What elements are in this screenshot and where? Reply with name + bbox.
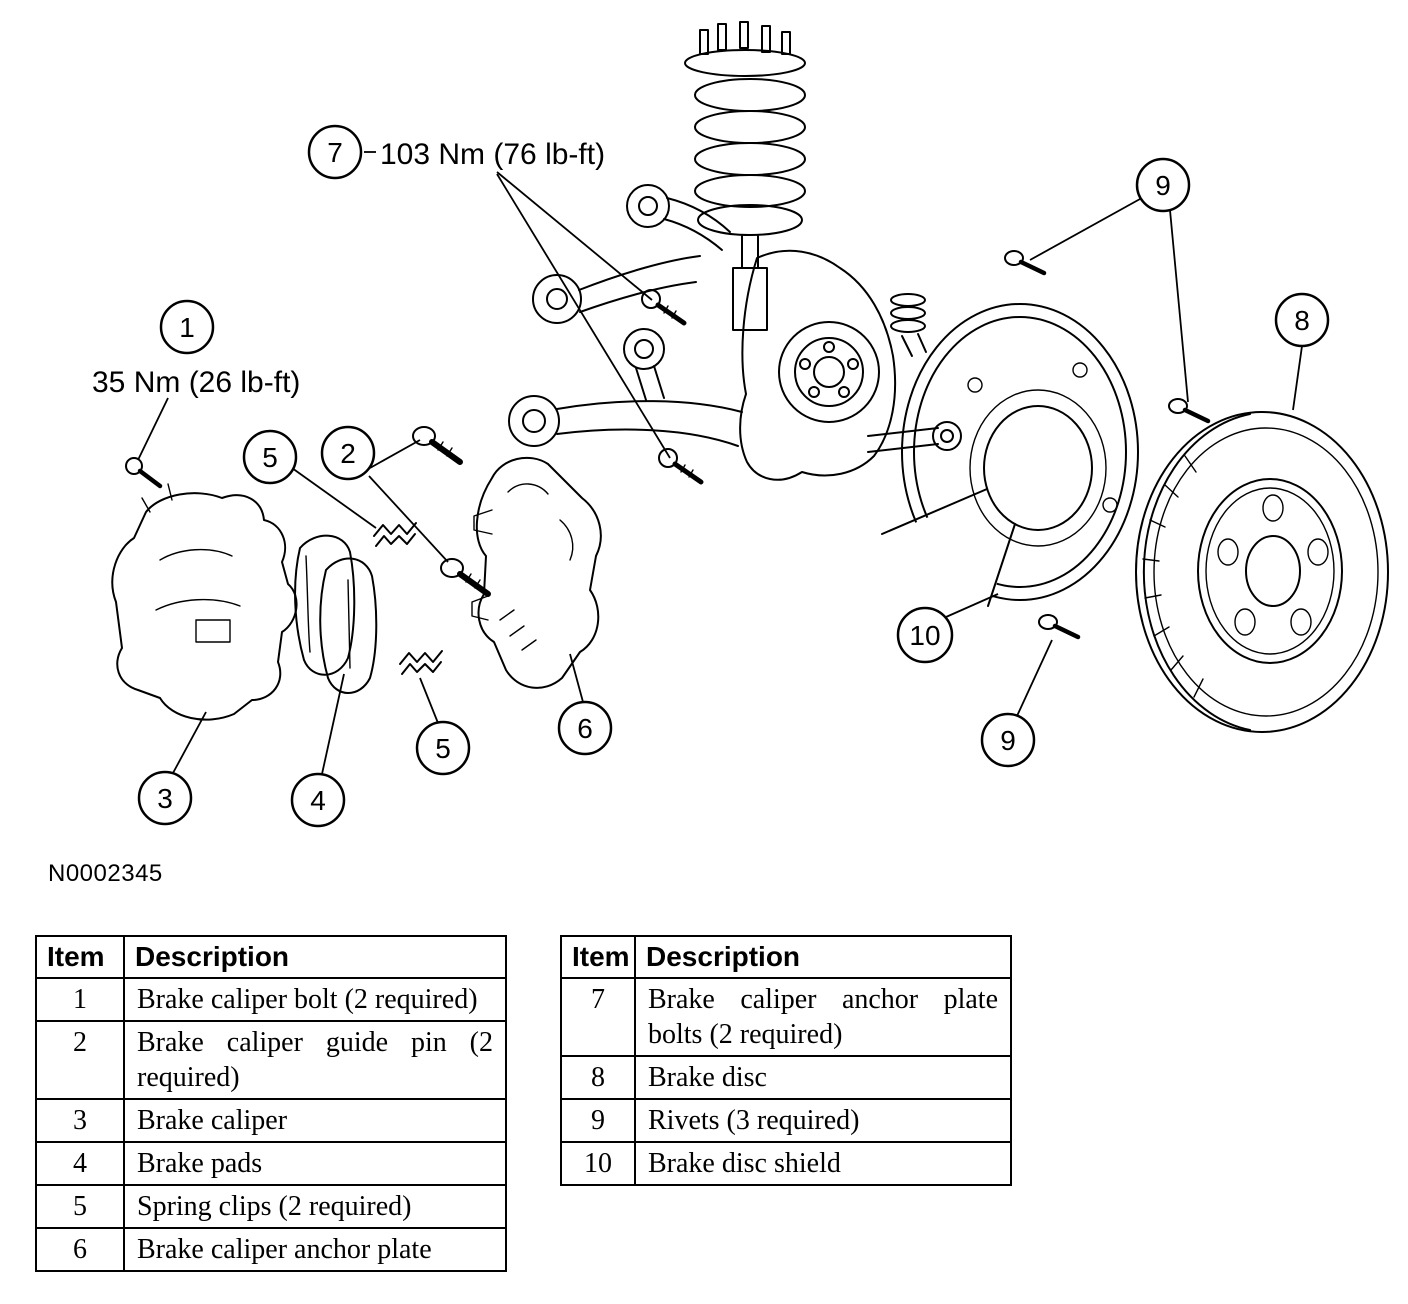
- item-description: Spring clips (2 required): [123, 1184, 507, 1229]
- header-item: Item: [560, 935, 636, 979]
- guide-pin-lower: [440, 558, 491, 597]
- figure-code: N0002345: [48, 860, 163, 887]
- item-number: 3: [35, 1098, 125, 1143]
- svg-text:2: 2: [340, 438, 356, 469]
- callout-4: 4: [290, 772, 346, 828]
- callouts: 7 1 9 8 5 2 10: [137, 124, 1330, 828]
- brake-disc-shield: [881, 303, 1139, 607]
- svg-text:6: 6: [577, 713, 593, 744]
- svg-text:8: 8: [1294, 305, 1310, 336]
- parts-table-items-7-10: Item Description 7 Brake caliper anchor …: [560, 935, 1012, 1186]
- svg-text:4: 4: [310, 785, 326, 816]
- torque-label-anchor-bolts: 103 Nm (76 lb-ft): [380, 138, 605, 171]
- guide-pin-upper: [412, 426, 463, 465]
- lower-control-arm: [508, 328, 743, 447]
- brake-caliper: [111, 483, 298, 721]
- spring-clip-lower: [399, 650, 443, 675]
- svg-text:3: 3: [157, 783, 173, 814]
- knuckle-hub: [739, 249, 962, 481]
- callout-1: 1: [159, 299, 215, 355]
- spring-clip-upper: [373, 522, 417, 547]
- brake-assembly-exploded-diagram: 7 1 9 8 5 2 10: [92, 21, 1389, 828]
- item-number: 10: [560, 1141, 636, 1186]
- coil-spring: [694, 78, 806, 236]
- anchor-plate-bolt-lower: [658, 448, 704, 485]
- anchor-plate: [471, 456, 602, 689]
- table-row: 3 Brake caliper: [35, 1098, 507, 1143]
- svg-text:7: 7: [327, 137, 343, 168]
- header-description: Description: [634, 935, 1012, 979]
- table-row: 9 Rivets (3 required): [560, 1098, 1012, 1143]
- callout-9-top: 9: [1135, 157, 1191, 213]
- table-row: 4 Brake pads: [35, 1141, 507, 1186]
- disc-vent-slots: [1142, 455, 1204, 698]
- item-description: Brake pads: [123, 1141, 507, 1186]
- svg-text:5: 5: [262, 442, 278, 473]
- callout-8: 8: [1274, 292, 1330, 348]
- table-row: 5 Spring clips (2 required): [35, 1184, 507, 1229]
- item-number: 6: [35, 1227, 125, 1272]
- item-description: Brake caliper: [123, 1098, 507, 1143]
- item-number: 2: [35, 1020, 125, 1100]
- rivet-right: [1168, 398, 1211, 424]
- item-description: Brake caliper bolt (2 required): [123, 977, 507, 1022]
- parts-table-items-1-6: Item Description 1 Brake caliper bolt (2…: [35, 935, 507, 1272]
- callout-3: 3: [137, 770, 193, 826]
- header-item: Item: [35, 935, 125, 979]
- callout-6: 6: [557, 700, 613, 756]
- item-description: Brake disc shield: [634, 1141, 1012, 1186]
- item-number: 5: [35, 1184, 125, 1229]
- item-description: Brake disc: [634, 1055, 1012, 1100]
- table-row: 10 Brake disc shield: [560, 1141, 1012, 1186]
- item-number: 7: [560, 977, 636, 1057]
- svg-text:9: 9: [1000, 725, 1016, 756]
- upper-control-arm: [532, 184, 731, 324]
- item-number: 8: [560, 1055, 636, 1100]
- table-header-row: Item Description: [35, 935, 507, 979]
- svg-text:5: 5: [435, 733, 451, 764]
- item-number: 1: [35, 977, 125, 1022]
- item-description: Brake caliper anchor plate: [123, 1227, 507, 1272]
- callout-5-top: 5: [242, 429, 298, 485]
- brake-pads: [294, 534, 378, 694]
- strut-assembly: [684, 21, 806, 331]
- item-number: 4: [35, 1141, 125, 1186]
- header-description: Description: [123, 935, 507, 979]
- table-row: 1 Brake caliper bolt (2 required): [35, 977, 507, 1022]
- table-row: 2 Brake caliper guide pin (2 required): [35, 1020, 507, 1100]
- item-number: 9: [560, 1098, 636, 1143]
- callout-10: 10: [896, 606, 954, 664]
- svg-text:1: 1: [179, 312, 195, 343]
- table-row: 7 Brake caliper anchor plate bolts (2 re…: [560, 977, 1012, 1057]
- table-row: 6 Brake caliper anchor plate: [35, 1227, 507, 1272]
- brake-disc: [1135, 411, 1389, 733]
- svg-text:10: 10: [909, 620, 940, 651]
- svg-text:9: 9: [1155, 170, 1171, 201]
- item-description: Rivets (3 required): [634, 1098, 1012, 1143]
- rivet-bottom: [1038, 614, 1081, 640]
- callout-7: 7: [307, 124, 363, 180]
- callout-9-bottom: 9: [980, 712, 1036, 768]
- leader-lines: [137, 151, 1303, 775]
- anchor-plate-bolt-upper: [641, 289, 687, 326]
- item-description: Brake caliper guide pin (2 required): [123, 1020, 507, 1100]
- torque-label-caliper-bolt: 35 Nm (26 lb-ft): [92, 366, 300, 399]
- rivet-top: [1004, 250, 1047, 276]
- item-description: Brake caliper anchor plate bolts (2 requ…: [634, 977, 1012, 1057]
- callout-2: 2: [320, 425, 376, 481]
- table-row: 8 Brake disc: [560, 1055, 1012, 1100]
- table-header-row: Item Description: [560, 935, 1012, 979]
- caliper-bolt: [125, 457, 163, 489]
- callout-5-bottom: 5: [415, 720, 471, 776]
